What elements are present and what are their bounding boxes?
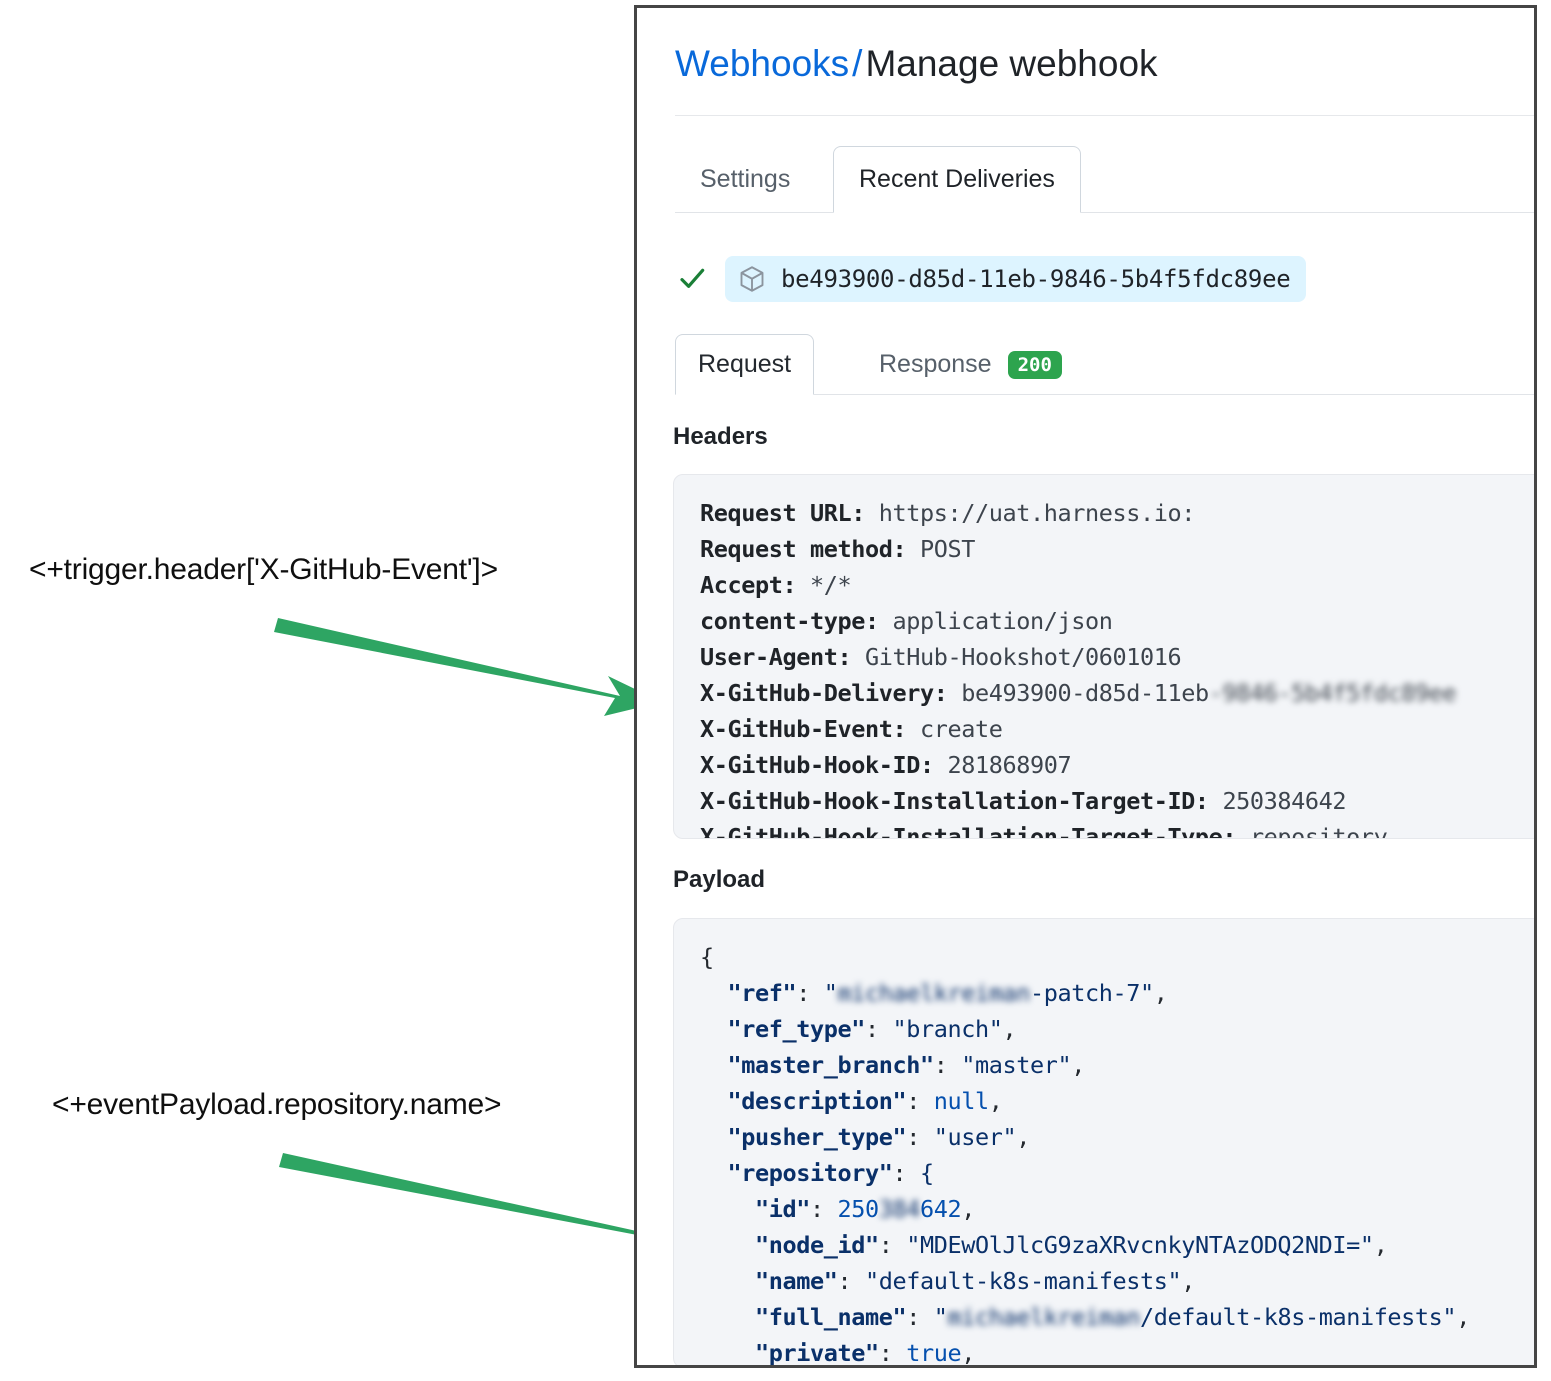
- tab-request-label: Request: [698, 350, 792, 378]
- status-badge: 200: [1007, 350, 1062, 379]
- webhook-card: Webhooks/Manage webhook Settings Recent …: [634, 5, 1537, 1368]
- inner-tabs-baseline: [675, 394, 1534, 395]
- tabs-baseline: [675, 212, 1534, 213]
- delivery-id-chip[interactable]: be493900-d85d-11eb-9846-5b4f5fdc89ee: [725, 256, 1307, 302]
- delivery-id-text: be493900-d85d-11eb-9846-5b4f5fdc89ee: [781, 265, 1291, 293]
- headers-code-box: Request URL: https://uat.harness.io: Req…: [673, 474, 1534, 839]
- annotation-label-event-payload: <+eventPayload.repository.name>: [52, 1088, 502, 1121]
- webhook-tabs: Settings Recent Deliveries: [675, 145, 1534, 213]
- tab-response-label: Response: [879, 350, 992, 378]
- tab-recent-deliveries-label: Recent Deliveries: [859, 165, 1055, 193]
- annotation-label-trigger-header: <+trigger.header['X-GitHub-Event']>: [29, 553, 498, 586]
- delivery-row: be493900-d85d-11eb-9846-5b4f5fdc89ee: [675, 256, 1307, 302]
- breadcrumb: Webhooks/Manage webhook: [675, 40, 1158, 88]
- breadcrumb-webhooks-link[interactable]: Webhooks: [675, 43, 850, 84]
- check-icon: [675, 262, 709, 296]
- tab-settings[interactable]: Settings: [675, 146, 815, 213]
- request-response-tabs: Request Response 200: [675, 333, 1534, 395]
- annotation-arrow-1: [274, 618, 662, 716]
- payload-section-title: Payload: [673, 866, 766, 893]
- header-divider: [675, 115, 1534, 116]
- headers-section-title: Headers: [673, 423, 768, 450]
- breadcrumb-separator: /: [852, 43, 863, 84]
- page-title: Manage webhook: [865, 43, 1158, 84]
- cube-icon: [737, 264, 767, 294]
- payload-content: { "ref": "michaelkreiman-patch-7", "ref_…: [700, 943, 1470, 1365]
- tab-response[interactable]: Response 200: [857, 334, 1084, 395]
- tab-recent-deliveries[interactable]: Recent Deliveries: [833, 146, 1081, 213]
- tab-request[interactable]: Request: [675, 334, 815, 395]
- headers-content: Request URL: https://uat.harness.io: Req…: [700, 499, 1457, 839]
- payload-code-box: { "ref": "michaelkreiman-patch-7", "ref_…: [673, 918, 1534, 1365]
- tab-settings-label: Settings: [700, 165, 791, 193]
